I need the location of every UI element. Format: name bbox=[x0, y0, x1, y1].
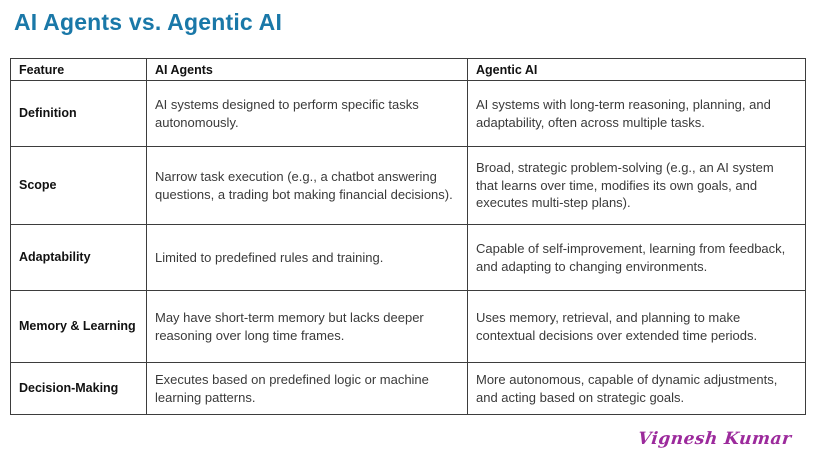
feature-cell: Adaptability bbox=[10, 224, 147, 291]
ai-agents-cell: Narrow task execution (e.g., a chatbot a… bbox=[146, 146, 468, 225]
feature-cell: Scope bbox=[10, 146, 147, 225]
feature-cell: Memory & Learning bbox=[10, 290, 147, 363]
page-title: AI Agents vs. Agentic AI bbox=[14, 9, 283, 35]
column-header-agentic-ai: Agentic AI bbox=[467, 58, 806, 81]
ai-agents-cell: AI systems designed to perform specific … bbox=[146, 80, 468, 147]
agentic-ai-cell: Broad, strategic problem-solving (e.g., … bbox=[467, 146, 806, 225]
table-row: Memory & Learning May have short-term me… bbox=[10, 290, 806, 363]
agentic-ai-cell: More autonomous, capable of dynamic adju… bbox=[467, 362, 806, 415]
table-row: Adaptability Limited to predefined rules… bbox=[10, 224, 806, 291]
ai-agents-cell: Limited to predefined rules and training… bbox=[146, 224, 468, 291]
feature-cell: Decision-Making bbox=[10, 362, 147, 415]
ai-agents-cell: May have short-term memory but lacks dee… bbox=[146, 290, 468, 363]
table-row: Decision-Making Executes based on predef… bbox=[10, 362, 806, 415]
author-signature: Vignesh Kumar bbox=[636, 429, 793, 449]
agentic-ai-cell: Capable of self-improvement, learning fr… bbox=[467, 224, 806, 291]
comparison-table: Feature AI Agents Agentic AI Definition … bbox=[10, 58, 806, 415]
table-header-row: Feature AI Agents Agentic AI bbox=[10, 58, 806, 81]
agentic-ai-cell: AI systems with long-term reasoning, pla… bbox=[467, 80, 806, 147]
column-header-feature: Feature bbox=[10, 58, 147, 81]
feature-cell: Definition bbox=[10, 80, 147, 147]
table-row: Definition AI systems designed to perfor… bbox=[10, 80, 806, 147]
column-header-ai-agents: AI Agents bbox=[146, 58, 468, 81]
agentic-ai-cell: Uses memory, retrieval, and planning to … bbox=[467, 290, 806, 363]
table-row: Scope Narrow task execution (e.g., a cha… bbox=[10, 146, 806, 225]
ai-agents-cell: Executes based on predefined logic or ma… bbox=[146, 362, 468, 415]
